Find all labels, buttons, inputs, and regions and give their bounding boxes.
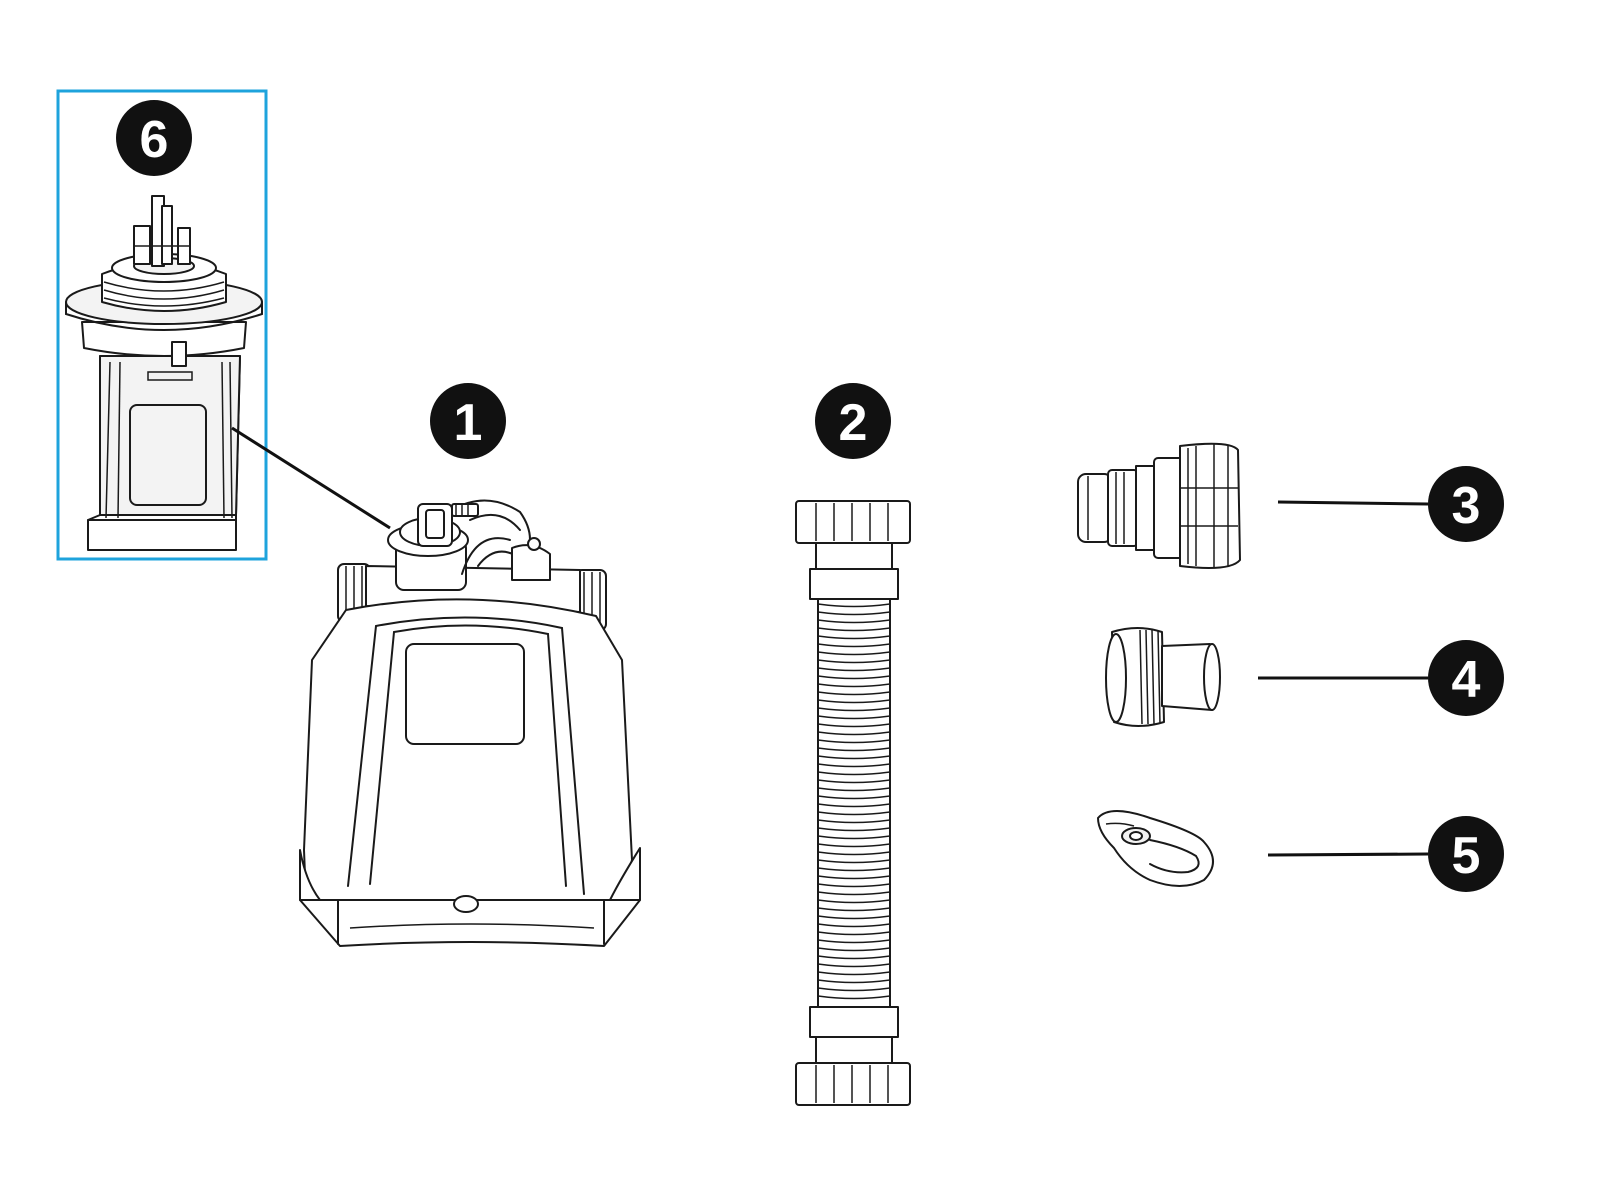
hose-rib bbox=[817, 947, 891, 952]
hose-rib bbox=[817, 619, 891, 624]
hose-rib bbox=[817, 715, 891, 720]
hose-rib bbox=[817, 723, 891, 728]
hose-rib bbox=[817, 771, 891, 776]
hose-rib bbox=[817, 659, 891, 664]
leader-line-3 bbox=[1277, 500, 1429, 506]
hose-rib bbox=[817, 995, 891, 1000]
leader-line-6 bbox=[231, 426, 391, 530]
part-6-filter-cartridge bbox=[56, 89, 391, 561]
hose-clamp-icon bbox=[1097, 810, 1214, 887]
part-4-threaded-adapter bbox=[1105, 627, 1428, 727]
hose-adapter-nut-icon bbox=[1077, 442, 1241, 569]
hose-rib bbox=[817, 987, 891, 992]
hose-rib bbox=[817, 667, 891, 672]
hose-rib bbox=[817, 755, 891, 760]
callout-number: 1 bbox=[454, 394, 483, 452]
hose-rib bbox=[817, 867, 891, 872]
hose-rib bbox=[817, 627, 891, 632]
callout-badge-2: 2 bbox=[815, 383, 891, 459]
hose-rib bbox=[817, 675, 891, 680]
hose-rib bbox=[817, 747, 891, 752]
hose-rib bbox=[817, 811, 891, 816]
hose-rib bbox=[817, 835, 891, 840]
hose-rib bbox=[817, 635, 891, 640]
hose-rib bbox=[817, 955, 891, 960]
part-5-hose-clamp bbox=[1097, 810, 1429, 887]
callout-number: 4 bbox=[1452, 651, 1481, 709]
callout-badge-4: 4 bbox=[1428, 640, 1504, 716]
hose-rib bbox=[817, 875, 891, 880]
hose-rib bbox=[817, 683, 891, 688]
hose-ribs bbox=[817, 603, 891, 1000]
hose-rib bbox=[817, 707, 891, 712]
callout-badge-1: 1 bbox=[430, 383, 506, 459]
hose-rib bbox=[817, 883, 891, 888]
hose-rib bbox=[817, 827, 891, 832]
hose-rib bbox=[817, 923, 891, 928]
hose-rib bbox=[817, 739, 891, 744]
callout-number: 3 bbox=[1452, 477, 1481, 535]
part-2-corrugated-hose bbox=[795, 500, 911, 1106]
hose-rib bbox=[817, 779, 891, 784]
threaded-adapter-icon bbox=[1105, 627, 1221, 727]
corrugated-hose-icon bbox=[795, 500, 911, 1106]
callout-number: 6 bbox=[140, 111, 169, 169]
hose-rib bbox=[817, 963, 891, 968]
hose-rib bbox=[817, 971, 891, 976]
hose-rib bbox=[817, 803, 891, 808]
hose-rib bbox=[817, 931, 891, 936]
hose-rib bbox=[817, 603, 891, 608]
hose-rib bbox=[817, 731, 891, 736]
hose-rib bbox=[817, 819, 891, 824]
hose-rib bbox=[817, 763, 891, 768]
filter-cartridge-icon bbox=[65, 195, 263, 551]
hose-rib bbox=[817, 899, 891, 904]
hose-rib bbox=[817, 691, 891, 696]
callout-number: 5 bbox=[1452, 827, 1481, 885]
hose-rib bbox=[817, 939, 891, 944]
hose-rib bbox=[817, 843, 891, 848]
callout-badge-3: 3 bbox=[1428, 466, 1504, 542]
hose-rib bbox=[817, 643, 891, 648]
callout-badge-6: 6 bbox=[116, 100, 192, 176]
hose-rib bbox=[817, 611, 891, 616]
leader-line-5 bbox=[1267, 852, 1429, 857]
pump-unit-icon bbox=[299, 499, 641, 947]
hose-rib bbox=[817, 979, 891, 984]
part-1-pump-unit bbox=[299, 499, 641, 947]
part-3-hose-adapter bbox=[1077, 442, 1429, 569]
hose-rib bbox=[817, 651, 891, 656]
callout-number: 2 bbox=[839, 394, 868, 452]
hose-rib bbox=[817, 851, 891, 856]
hose-rib bbox=[817, 891, 891, 896]
hose-rib bbox=[817, 795, 891, 800]
hose-rib bbox=[817, 859, 891, 864]
hose-rib bbox=[817, 787, 891, 792]
callout-badge-5: 5 bbox=[1428, 816, 1504, 892]
hose-rib bbox=[817, 915, 891, 920]
hose-rib bbox=[817, 907, 891, 912]
hose-rib bbox=[817, 699, 891, 704]
